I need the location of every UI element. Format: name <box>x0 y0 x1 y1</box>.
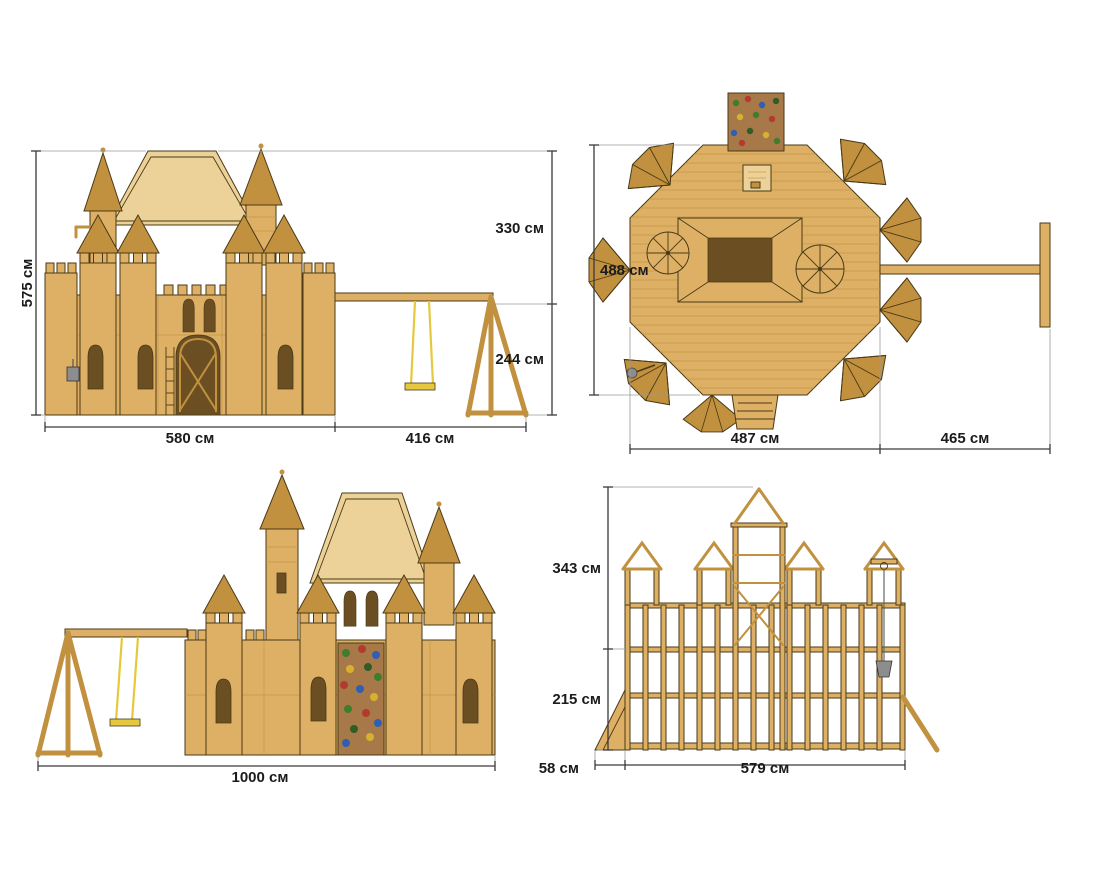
wall-battlements <box>163 284 230 296</box>
capped-tower <box>202 574 246 756</box>
dim-front-width-swing: 416 см <box>406 430 455 447</box>
plan-climbing-wall <box>727 92 785 152</box>
cone-roof-top <box>795 244 845 294</box>
dim-rear-width-total: 1000 см <box>232 769 289 786</box>
gate-door <box>175 334 221 416</box>
rear-dimensions: 1000 см <box>37 756 496 786</box>
capped-tower <box>222 214 266 416</box>
rear-view: 1000 см <box>35 469 496 786</box>
swing-crossbar <box>1039 222 1051 328</box>
arched-window <box>203 298 216 333</box>
arched-window <box>343 590 357 627</box>
frame-structure <box>621 487 940 753</box>
arched-window <box>87 344 104 390</box>
frame-pulley <box>870 558 898 678</box>
corner-tower-right <box>302 262 336 416</box>
dim-frame-height-lower: 215 см <box>552 691 601 708</box>
dim-frame-width-slide: 58 см <box>539 760 579 777</box>
front-castle <box>44 143 336 416</box>
frame-view: 343 см 215 см 58 см 579 см <box>539 486 940 777</box>
dim-front-height-upper: 330 см <box>495 220 544 237</box>
central-spire-tower <box>259 469 305 641</box>
plan-central-roof <box>677 217 803 303</box>
frame-tower-tops <box>621 540 905 606</box>
gate-ladder <box>165 347 175 415</box>
main-roof <box>107 150 257 226</box>
dim-frame-height-upper: 343 см <box>552 560 601 577</box>
frame-dimensions: 343 см 215 см 58 см 579 см <box>539 486 906 777</box>
dim-front-height-lower: 244 см <box>495 351 544 368</box>
dim-front-height-total: 575 см <box>19 259 36 308</box>
capped-tower <box>262 214 306 416</box>
arched-window <box>462 678 479 724</box>
capped-tower <box>382 574 426 756</box>
arched-window <box>215 678 232 724</box>
rear-swing-set <box>35 628 188 758</box>
arched-window <box>310 676 327 722</box>
capped-tower <box>296 574 340 756</box>
bucket <box>875 660 893 678</box>
cone-roof-top <box>646 231 690 275</box>
bell <box>626 364 656 379</box>
frame-central-tower <box>730 487 788 751</box>
roof-hatch <box>742 164 772 192</box>
roof-opening <box>707 237 773 283</box>
deck-ladder <box>731 394 779 430</box>
support-strut <box>900 694 940 753</box>
main-roof <box>309 492 433 584</box>
front-dimensions: 575 см 580 см 416 см 330 см 244 см <box>19 150 557 447</box>
dim-plan-width-castle: 487 см <box>731 430 780 447</box>
plan-dimensions: 488 см 487 см 465 см <box>589 144 1051 454</box>
capped-tower <box>76 214 120 416</box>
right-cone-tower <box>417 501 461 626</box>
rear-castle <box>184 469 496 756</box>
plan-swing-beam <box>879 222 1051 328</box>
dim-plan-width-swing: 465 см <box>941 430 990 447</box>
dim-frame-width-body: 579 см <box>741 760 790 777</box>
dim-plan-depth: 488 см <box>600 262 649 279</box>
swing-seat <box>109 718 141 727</box>
arched-window <box>277 344 294 390</box>
corner-tower-left <box>44 262 78 416</box>
front-swing-set <box>334 292 529 418</box>
plan-view: 488 см 487 см 465 см <box>588 92 1051 454</box>
capped-tower <box>116 214 160 416</box>
capped-tower <box>452 574 496 756</box>
front-view: 575 см 580 см 416 см 330 см 244 см <box>19 143 557 447</box>
swing-seat <box>404 382 436 391</box>
arched-window <box>182 298 195 333</box>
lantern <box>66 359 80 382</box>
arched-window <box>365 590 379 627</box>
rear-climbing-wall <box>337 642 385 756</box>
swing-beam <box>64 628 188 638</box>
swing-beam <box>334 292 494 302</box>
dim-front-width-castle: 580 см <box>166 430 215 447</box>
arched-window <box>137 344 154 390</box>
